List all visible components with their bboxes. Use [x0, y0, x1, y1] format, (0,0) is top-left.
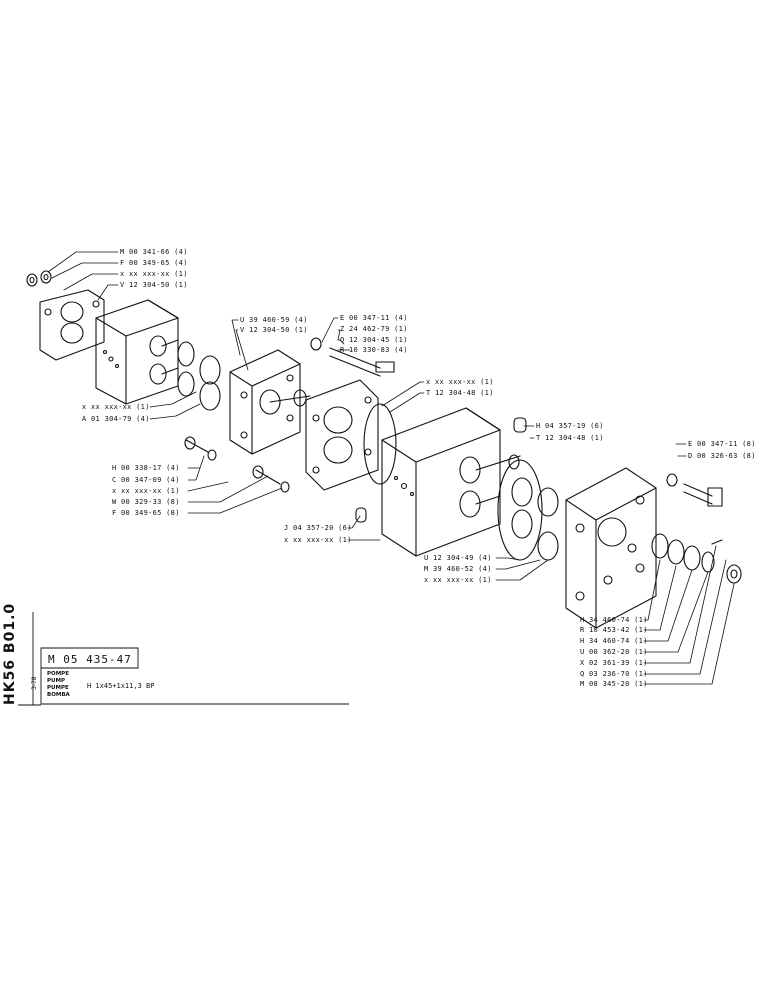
left-cover-gasket [39, 289, 105, 361]
title-block-frame [18, 612, 349, 706]
callout-label: V 12 304-50 (1) [240, 326, 308, 334]
callout-label: x xx xxx-xx (1) [120, 270, 188, 278]
callout-label: E 00 347-11 (8) [688, 440, 756, 448]
dowel-pin-lower [355, 507, 367, 523]
sheet-date: 3-78 [31, 676, 38, 690]
large-o-ring [363, 403, 397, 485]
callout-label: M 00 341-66 (4) [120, 248, 188, 256]
callout-label: U 39 460-59 (4) [240, 316, 308, 324]
callout-label: x xx xxx-xx (1) [82, 403, 150, 411]
callout-label: X 02 361-39 (1) [580, 659, 648, 667]
front-cover [565, 467, 657, 629]
callout-label: U 12 304-49 (4) [424, 554, 492, 562]
cover-bolt [666, 473, 723, 507]
callout-label: x xx xxx-xx (1) [424, 576, 492, 584]
callout-label: x xx xxx-xx (1) [426, 378, 494, 386]
callout-label: Z 24 462-79 (1) [340, 325, 408, 333]
drive-shaft-key [310, 337, 395, 377]
name-es: BOMBA [47, 692, 70, 698]
flange-bolt [184, 436, 217, 461]
callout-label: R 10 330-83 (4) [340, 346, 408, 354]
callout-label: H 04 357-19 (6) [536, 422, 604, 430]
name-fr: POMPE [47, 671, 69, 677]
callout-label: H 34 460-74 (1) [580, 637, 648, 645]
part-number: M 05 435-47 [48, 653, 132, 666]
callout-label: Q 03 236-70 (1) [580, 670, 648, 678]
callout-label: T 12 304-48 (1) [426, 389, 494, 397]
rear-seal-rings [177, 341, 221, 411]
callout-label: J 04 357-20 (6) [284, 524, 352, 532]
callout-label: E 00 347-11 (4) [340, 314, 408, 322]
callout-label: H 00 338-17 (4) [112, 464, 180, 472]
callout-label: M 08 345-20 (1) [580, 680, 648, 688]
sheet-code: HK56 B01.0 [2, 602, 18, 705]
callout-label: H 34 460-74 (1) [580, 616, 648, 624]
callout-label: W 00 329-33 (8) [112, 498, 180, 506]
callout-label: x xx xxx-xx (1) [112, 487, 180, 495]
shaft-seal-stack [651, 533, 742, 584]
callout-label: V 12 304-50 (1) [120, 281, 188, 289]
front-seal-rings [497, 459, 559, 561]
name-en: PUMP [47, 678, 66, 684]
pump-description: H 1x45+1x11,3 BP [87, 682, 155, 690]
name-de: PUMPE [47, 685, 69, 691]
dowel-pin [513, 417, 527, 433]
callout-label: x xx xxx-xx (1) [284, 536, 352, 544]
callout-label: Q 12 304-45 (1) [340, 336, 408, 344]
callout-label: T 12 304-48 (1) [536, 434, 604, 442]
callout-label: D 00 326-63 (8) [688, 452, 756, 460]
stud-bolt [252, 465, 290, 493]
callout-label: F 00 349-65 (4) [120, 259, 188, 267]
leader-lines [47, 251, 735, 685]
intermediate-flange [229, 349, 311, 455]
center-plate [305, 379, 379, 491]
callout-label: A 01 304-79 (4) [82, 415, 150, 423]
rear-gear-housing [95, 299, 179, 405]
callout-label: R 10 453-42 (1) [580, 626, 648, 634]
callout-label: C 00 347-09 (4) [112, 476, 180, 484]
callout-label: U 00 362-20 (1) [580, 648, 648, 656]
callout-label: F 00 349-65 (8) [112, 509, 180, 517]
callout-label: M 39 460-52 (4) [424, 565, 492, 573]
front-gear-housing [381, 407, 521, 557]
left-nut-washer [26, 270, 52, 287]
